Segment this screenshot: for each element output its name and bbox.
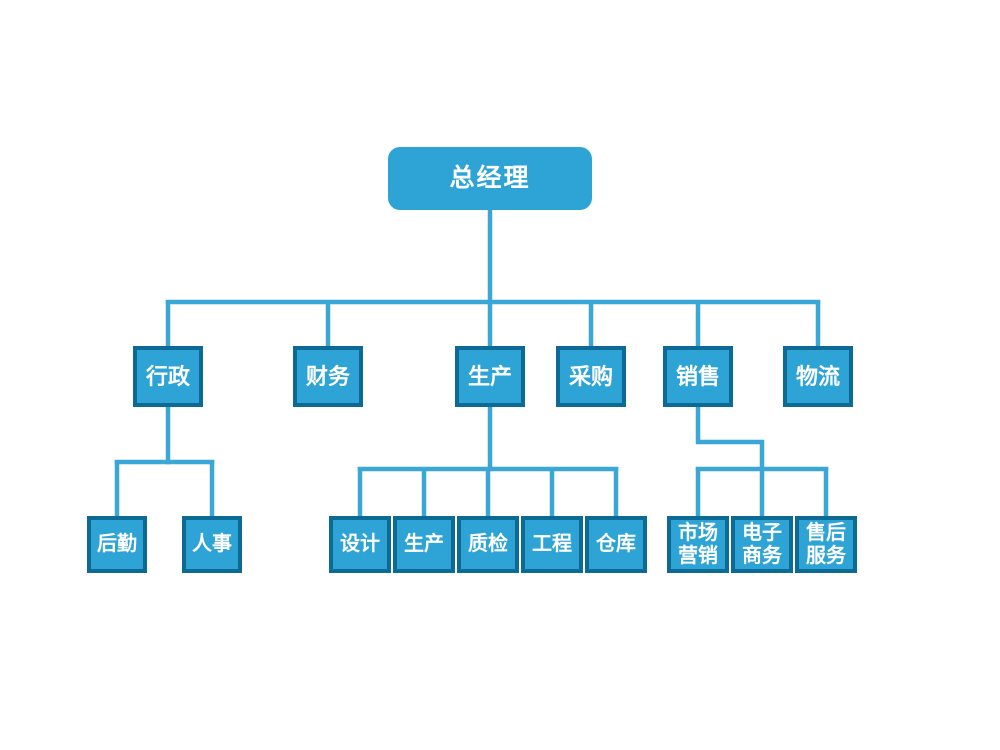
- node-human-resources: 人事: [182, 516, 242, 573]
- node-logistics: 物流: [783, 346, 853, 407]
- node-logistics-support: 后勤: [87, 516, 147, 573]
- node-production: 生产: [455, 346, 525, 407]
- node-warehouse: 仓库: [585, 516, 647, 573]
- node-administration: 行政: [133, 346, 203, 407]
- node-marketing: 市场营销: [667, 516, 729, 573]
- connector-production-children: [357, 405, 619, 518]
- connector-root-to-level2: [165, 208, 821, 348]
- connector-administration-children: [114, 405, 215, 518]
- node-engineering: 工程: [521, 516, 583, 573]
- node-design: 设计: [329, 516, 391, 573]
- node-quality-inspection: 质检: [457, 516, 519, 573]
- node-after-sales-service: 售后服务: [795, 516, 857, 573]
- node-general-manager: 总经理: [388, 147, 592, 210]
- node-e-commerce: 电子商务: [731, 516, 793, 573]
- connector-sales-children: [695, 405, 829, 518]
- node-sales: 销售: [663, 346, 733, 407]
- node-procurement: 采购: [556, 346, 626, 407]
- node-manufacturing: 生产: [393, 516, 455, 573]
- node-finance: 财务: [293, 346, 363, 407]
